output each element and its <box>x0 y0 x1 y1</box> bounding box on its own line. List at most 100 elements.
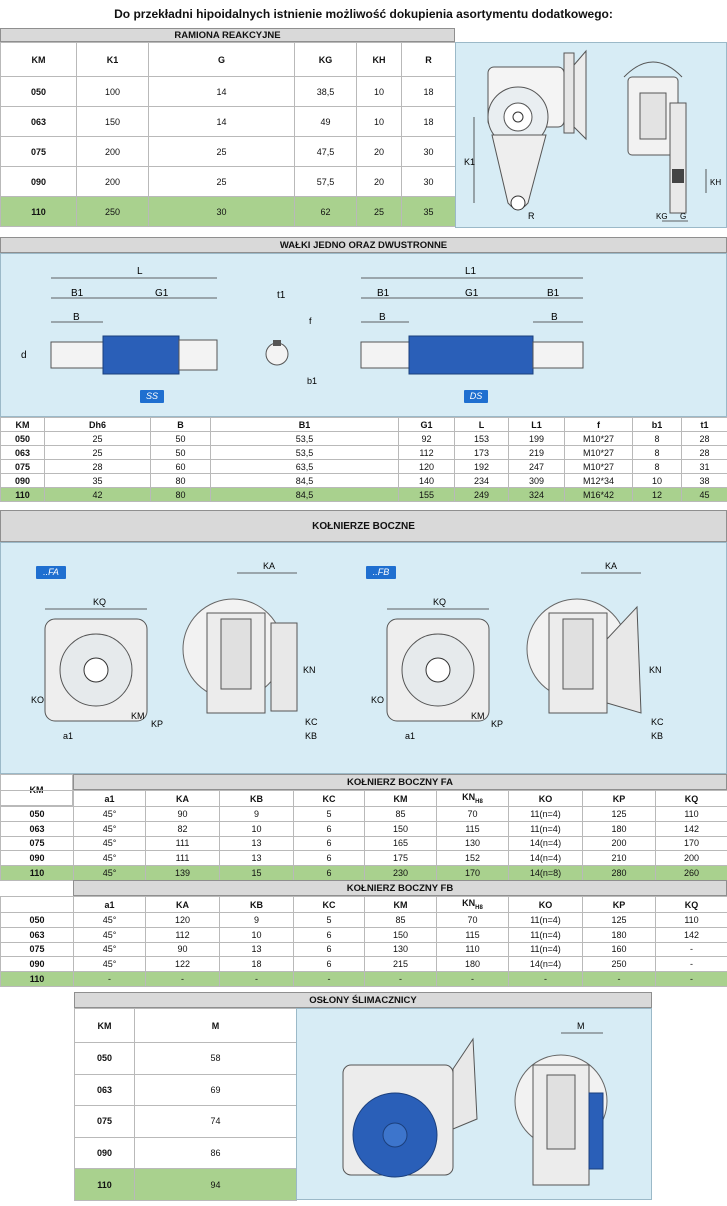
label-t1: t1 <box>277 290 286 301</box>
oslony-col-header: M <box>135 1009 297 1043</box>
walki-cell: 155 <box>399 488 455 502</box>
walki-cell: 324 <box>509 488 565 502</box>
oslony-drawing: M <box>296 1008 652 1200</box>
label-fa-kp: KP <box>151 719 163 729</box>
walki-cell: 10 <box>633 474 682 488</box>
fa-cell: 175 <box>365 851 437 866</box>
label-ds-b-left: B <box>379 312 386 323</box>
walki-cell: M10*27 <box>565 432 633 446</box>
walki-cell: 063 <box>1 446 45 460</box>
ramiona-cell: 100 <box>77 77 149 107</box>
walki-cell: 12 <box>633 488 682 502</box>
fb-col-header: KA <box>146 897 220 913</box>
walki-cell: M16*42 <box>565 488 633 502</box>
oslony-cell: 090 <box>75 1137 135 1169</box>
fb-cell: 090 <box>1 957 74 972</box>
fb-header-blank <box>1 897 74 913</box>
fa-cell: 6 <box>294 866 365 881</box>
walki-cell: 80 <box>151 488 211 502</box>
fa-cell: 10 <box>220 821 294 836</box>
ramiona-cell: 20 <box>357 137 402 167</box>
fa-col-header: KC <box>294 791 365 807</box>
ramiona-cell: 25 <box>149 167 295 197</box>
fb-cell: 130 <box>365 942 437 957</box>
label-b: B <box>73 312 80 323</box>
fa-cell: 15 <box>220 866 294 881</box>
walki-cell: 53,5 <box>211 446 399 460</box>
oslony-col-header: KM <box>75 1009 135 1043</box>
fa-cell: 200 <box>656 851 727 866</box>
ramiona-header: RAMIONA REAKCYJNE <box>0 28 455 42</box>
fa-cell: 111 <box>146 851 220 866</box>
fa-cell: 13 <box>220 836 294 851</box>
fa-cell: 45° <box>74 836 146 851</box>
fa-cell: 5 <box>294 807 365 822</box>
walki-cell: 63,5 <box>211 460 399 474</box>
label-fb-a1: a1 <box>405 731 415 741</box>
label-fa-kb: KB <box>305 731 317 741</box>
fb-col-header: a1 <box>74 897 146 913</box>
walki-col-header: Dh6 <box>45 418 151 432</box>
fb-cell: 70 <box>437 913 509 928</box>
label-g: G <box>680 212 686 221</box>
fa-col-header: KQ <box>656 791 727 807</box>
walki-cell: 42 <box>45 488 151 502</box>
fb-col-header: KQ <box>656 897 727 913</box>
label-fb-kq: KQ <box>433 597 446 607</box>
walki-cell: 28 <box>45 460 151 474</box>
fb-cell: 215 <box>365 957 437 972</box>
fb-cell: 125 <box>583 913 656 928</box>
fb-cell: - <box>656 957 727 972</box>
label-ds-b1-left: B1 <box>377 288 390 299</box>
fa-col-header: KO <box>509 791 583 807</box>
tag-ds: DS <box>464 390 488 403</box>
walki-cell: 31 <box>682 460 727 474</box>
ramiona-cell: 38,5 <box>295 77 357 107</box>
fb-cell: 85 <box>365 913 437 928</box>
walki-cell: 84,5 <box>211 474 399 488</box>
fa-cell: 152 <box>437 851 509 866</box>
walki-cell: 247 <box>509 460 565 474</box>
fb-cell: - <box>365 972 437 987</box>
walki-cell: 35 <box>45 474 151 488</box>
fb-cell: 112 <box>146 927 220 942</box>
fb-cell: - <box>656 942 727 957</box>
walki-cell: M10*27 <box>565 460 633 474</box>
fa-cell: 170 <box>437 866 509 881</box>
fa-cell: 130 <box>437 836 509 851</box>
ramiona-cell: 200 <box>77 137 149 167</box>
walki-cell: 309 <box>509 474 565 488</box>
walki-cell: 92 <box>399 432 455 446</box>
walki-cell: 140 <box>399 474 455 488</box>
fa-cell: 075 <box>1 836 74 851</box>
fb-cell: 6 <box>294 942 365 957</box>
fb-cell: 11(n=4) <box>509 913 583 928</box>
fa-cell: 9 <box>220 807 294 822</box>
fb-cell: 063 <box>1 927 74 942</box>
fa-cell: 45° <box>74 866 146 881</box>
fa-col-header: KP <box>583 791 656 807</box>
fb-cell: 142 <box>656 927 727 942</box>
label-g1: G1 <box>155 288 169 299</box>
fa-cell: 063 <box>1 821 74 836</box>
reaction-arm-drawing: K1 R KH KG G <box>456 43 727 229</box>
label-ds-b-right: B <box>551 312 558 323</box>
label-d: d <box>21 350 27 361</box>
label-k1: K1 <box>464 157 475 167</box>
walki-col-header: G1 <box>399 418 455 432</box>
fb-col-header: KO <box>509 897 583 913</box>
fa-cell: 45° <box>74 821 146 836</box>
walki-cell: 25 <box>45 432 151 446</box>
walki-cell: 38 <box>682 474 727 488</box>
